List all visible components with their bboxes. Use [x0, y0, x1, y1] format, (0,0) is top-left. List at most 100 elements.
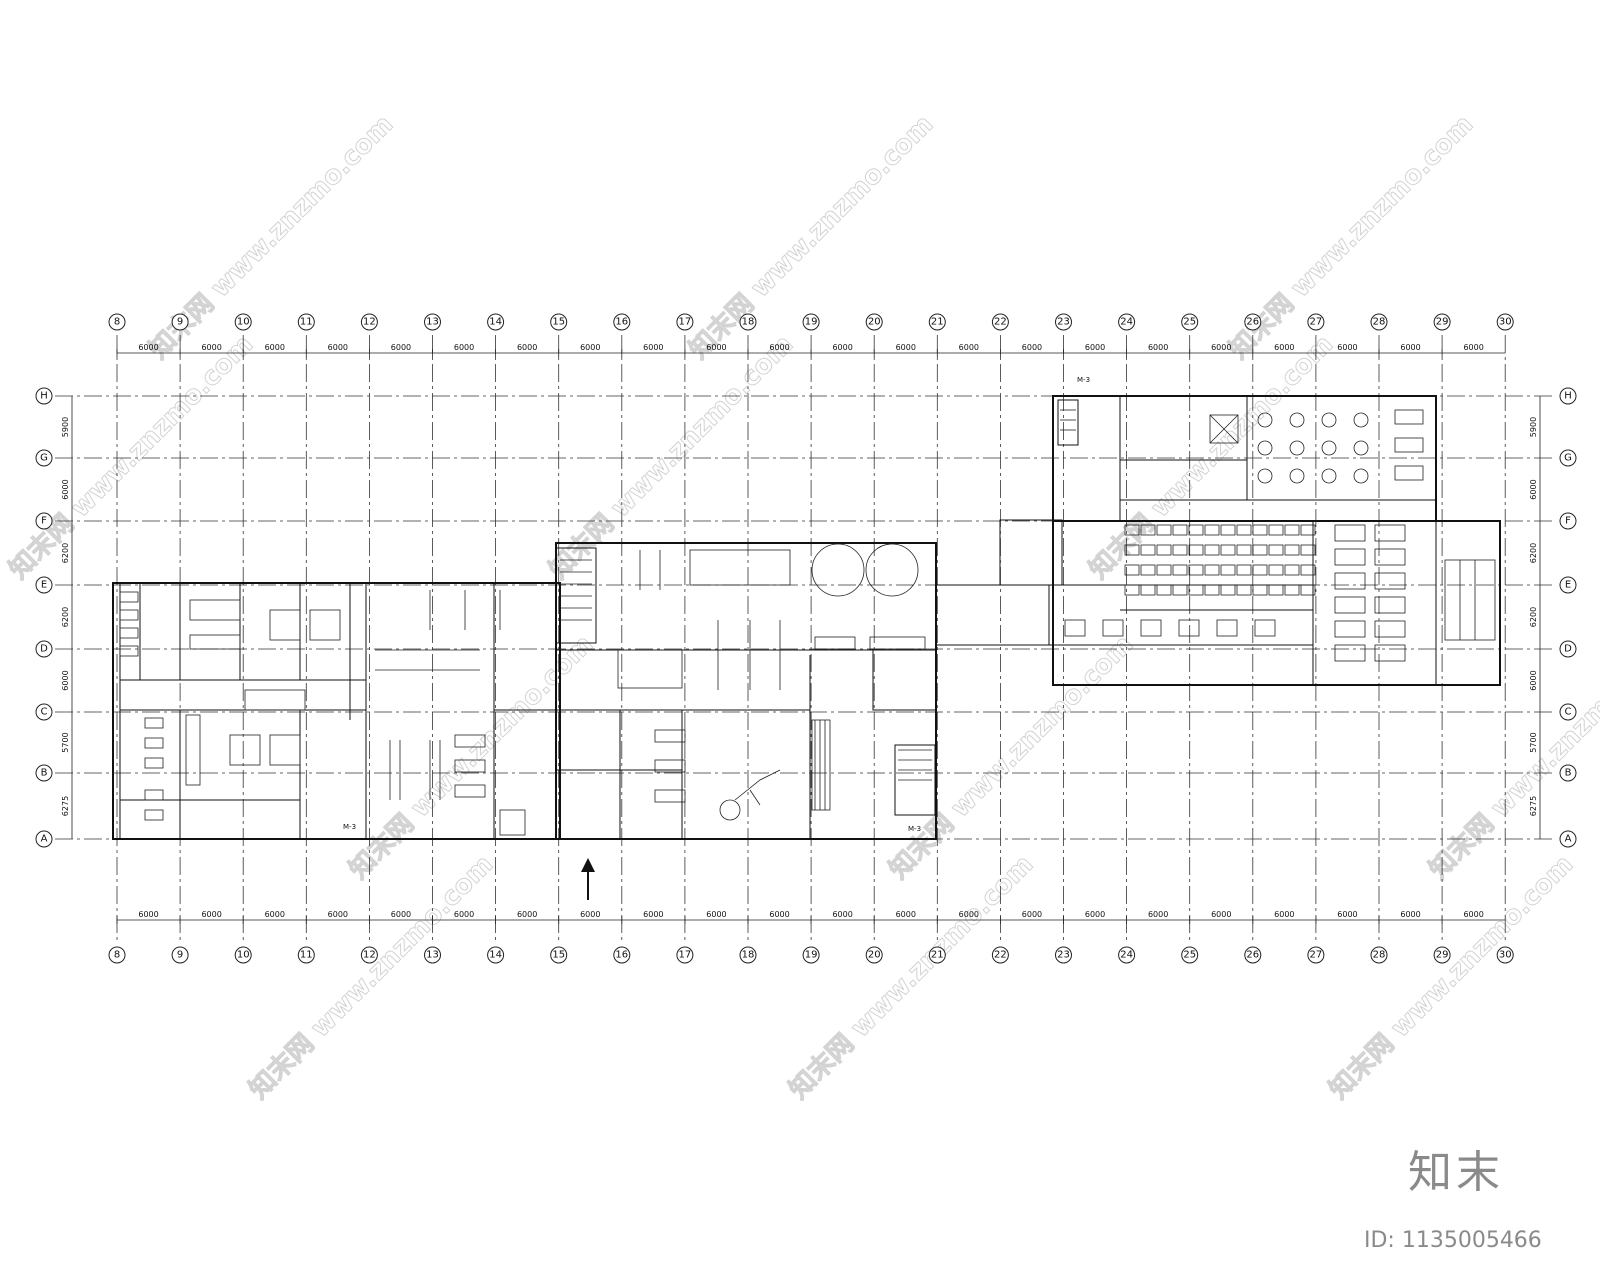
row-label: F [1565, 516, 1571, 527]
desk [1284, 544, 1300, 556]
brand-logo: 知末 [1408, 1147, 1504, 1198]
dimension-label: 6000 [1211, 343, 1231, 352]
desk [1374, 524, 1406, 542]
desk [1334, 596, 1366, 614]
desk [1140, 619, 1162, 637]
row-bubble [1559, 512, 1577, 530]
row-bubble [1559, 764, 1577, 782]
grid-axes: 8899101011111212131314141515161617171818… [35, 313, 1577, 964]
column-bubble [991, 946, 1009, 964]
dimension-label: 6000 [1148, 910, 1168, 919]
column-bubble [550, 946, 568, 964]
desk [1220, 584, 1236, 596]
dimension-label: 6000 [454, 343, 474, 352]
desk [1300, 544, 1316, 556]
watermark-text: 知末网 www.znzmo.com [544, 329, 799, 584]
column-bubble [991, 313, 1009, 331]
desk [1188, 544, 1204, 556]
column-label: 9 [177, 317, 183, 328]
column-label: 28 [1373, 317, 1386, 328]
desk [1124, 584, 1140, 596]
dimension-label: 5700 [61, 732, 70, 752]
dimension-label: 6000 [391, 343, 411, 352]
column-bubble [676, 946, 694, 964]
column-label: 21 [931, 950, 944, 961]
desk [1220, 524, 1236, 536]
desk [1172, 524, 1188, 536]
column-bubble [1244, 313, 1262, 331]
column-label: 8 [114, 950, 120, 961]
column-bubble [1307, 946, 1325, 964]
dining-table [1353, 440, 1369, 456]
row-label: F [41, 516, 47, 527]
dimension-label: 6000 [138, 343, 158, 352]
column-bubble [1370, 313, 1388, 331]
column-bubble [739, 313, 757, 331]
desk [1284, 524, 1300, 536]
column-bubble [739, 946, 757, 964]
column-bubble [1181, 313, 1199, 331]
row-bubble [35, 703, 53, 721]
row-bubble [35, 512, 53, 530]
dining-table [1289, 440, 1305, 456]
desk [1204, 524, 1220, 536]
desk [1140, 544, 1156, 556]
column-label: 24 [1120, 317, 1133, 328]
column-bubble [865, 313, 883, 331]
column-label: 14 [489, 317, 502, 328]
column-bubble [108, 946, 126, 964]
dimension-label: 6000 [454, 910, 474, 919]
column-bubble [1055, 313, 1072, 331]
row-bubble [35, 640, 53, 658]
row-bubble [35, 387, 53, 405]
column-bubble [613, 946, 631, 964]
desk [1204, 544, 1220, 556]
row-bubble [1559, 640, 1577, 658]
desk [1252, 564, 1268, 576]
row-label: H [40, 391, 48, 402]
dimension-label: 6200 [1529, 607, 1538, 627]
desk [1172, 564, 1188, 576]
column-label: 27 [1310, 317, 1323, 328]
column-label: 10 [237, 950, 250, 961]
watermark-text: 知末网 www.znzmo.com [1324, 849, 1579, 1104]
dimension-label: 6000 [580, 343, 600, 352]
desk-grid-east [1064, 524, 1406, 662]
column-bubble [928, 313, 946, 331]
door-tag: M-3 [1077, 376, 1090, 384]
column-label: 13 [426, 950, 439, 961]
desk [1220, 564, 1236, 576]
dining-table [1353, 468, 1369, 484]
watermark-text: 知末网 www.znzmo.com [1424, 629, 1600, 884]
row-label: D [40, 644, 48, 655]
desk [1172, 544, 1188, 556]
column-bubble [360, 313, 378, 331]
desk [1064, 619, 1086, 637]
column-label: 19 [805, 950, 818, 961]
asset-id-label: ID: 1135005466 [1364, 1228, 1542, 1253]
desk [1284, 564, 1300, 576]
column-label: 18 [742, 950, 755, 961]
dimension-label: 6000 [265, 910, 285, 919]
desk [1268, 544, 1284, 556]
column-label: 24 [1120, 950, 1133, 961]
column-label: 16 [615, 950, 628, 961]
column-label: 20 [868, 317, 881, 328]
dimension-label: 6000 [201, 910, 221, 919]
dimension-label: 6000 [769, 343, 789, 352]
desk [1334, 620, 1366, 638]
row-label: B [1565, 768, 1572, 779]
dimension-label: 6000 [706, 910, 726, 919]
desk [1140, 564, 1156, 576]
column-bubble [297, 946, 315, 964]
column-label: 23 [1057, 950, 1070, 961]
dimension-label: 6000 [328, 343, 348, 352]
desk [1300, 564, 1316, 576]
watermark-text: 知末网 www.znzmo.com [784, 849, 1039, 1104]
dimension-label: 6000 [138, 910, 158, 919]
desk [1188, 524, 1204, 536]
column-bubble [487, 946, 505, 964]
desk [1124, 564, 1140, 576]
dimension-label: 6000 [896, 343, 916, 352]
desk [1236, 584, 1252, 596]
